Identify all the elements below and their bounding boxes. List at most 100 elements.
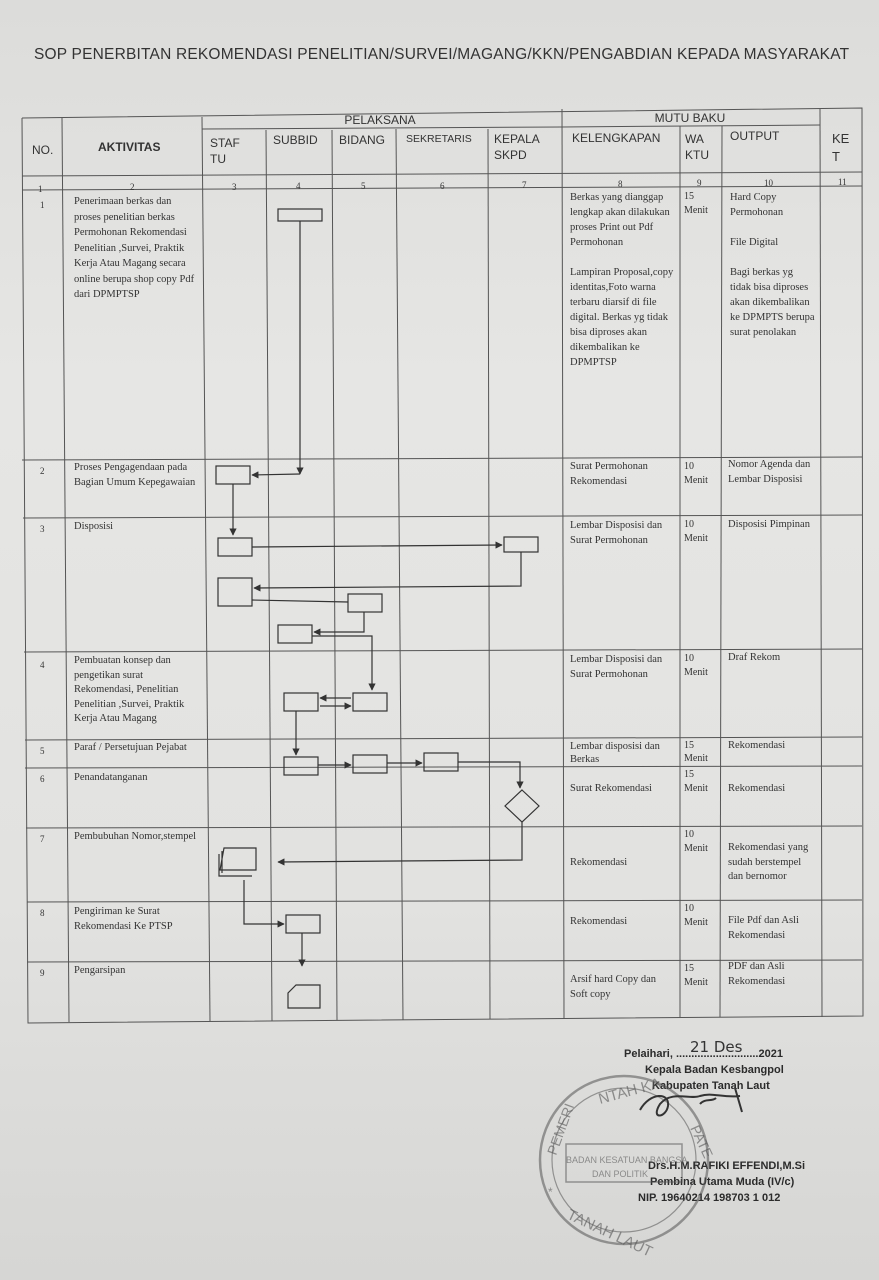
row9-output: PDF dan Asli Rekomendasi	[728, 961, 786, 987]
header-waktu: WA KTU	[685, 132, 709, 162]
header-pelaksana: PELAKSANA	[344, 113, 416, 127]
row4-waktu: 10 Menit	[684, 653, 708, 678]
flow-line-7	[313, 612, 365, 636]
colnum-1: 1	[38, 184, 43, 194]
row5-output: Rekomendasi	[728, 740, 786, 751]
signature-position: Kepala Badan Kesbangpol	[645, 1064, 784, 1076]
row9-no: 9	[40, 968, 45, 978]
row7-no: 7	[40, 834, 45, 844]
row6-kelengkapan: Surat Rekomendasi	[570, 783, 652, 794]
row1-waktu: 15 Menit	[684, 191, 708, 216]
flow-line-16	[243, 880, 285, 928]
row3-kelengkapan: Lembar Disposisi dan Surat Permohonan	[570, 520, 663, 546]
flow-step-3c-staf	[217, 577, 253, 607]
row2-aktivitas: Proses Pengagendaan pada Bagian Umum Kep…	[74, 462, 196, 488]
header-bidang: BIDANG	[339, 133, 386, 147]
row8-kelengkapan: Rekomendasi	[570, 916, 628, 927]
row8-no: 8	[40, 908, 45, 918]
svg-text:PEMERI: PEMERI	[544, 1101, 577, 1157]
header-mutu-baku: MUTU BAKU	[654, 111, 726, 125]
header-sekretaris: SEKRETARIS	[406, 133, 472, 145]
row2-waktu: 10 Menit	[684, 461, 708, 486]
row2-no: 2	[40, 466, 45, 476]
header-kelengkapan: KELENGKAPAN	[572, 131, 661, 145]
colnum-4: 4	[296, 181, 301, 191]
header-kepala-skpd: KEPALA SKPD	[494, 132, 540, 162]
row6-aktivitas: Penandatanganan	[74, 772, 148, 783]
flow-step-4a-subbid	[283, 692, 319, 712]
flow-line-6	[251, 599, 349, 603]
flow-line-5	[253, 552, 522, 592]
header-staf-tu: STAF TU	[210, 136, 240, 166]
row3-output: Disposisi Pimpinan	[728, 519, 810, 530]
row5-aktivitas: Paraf / Persetujuan Pejabat	[74, 742, 187, 753]
signature-nip: NIP. 19640214 198703 1 012	[638, 1192, 781, 1204]
colnum-11: 11	[838, 177, 847, 187]
row1-kelengkapan: Berkas yang dianggap lengkap akan dilaku…	[570, 192, 674, 368]
header-aktivitas: AKTIVITAS	[98, 140, 161, 154]
row6-output: Rekomendasi	[728, 783, 786, 794]
row8-waktu: 10 Menit	[684, 903, 708, 928]
svg-text:PATE: PATE	[687, 1123, 716, 1161]
colnum-5: 5	[361, 181, 366, 191]
flow-step-5b-bidang	[352, 754, 388, 774]
row5-kelengkapan: Lembar disposisi dan Berkas	[570, 741, 660, 765]
header-output: OUTPUT	[730, 129, 780, 143]
row3-waktu: 10 Menit	[684, 519, 708, 544]
colnum-2: 2	[130, 182, 135, 192]
row3-aktivitas: Disposisi	[74, 521, 114, 532]
row4-no: 4	[40, 660, 45, 670]
flow-step-9-archive	[287, 984, 321, 1009]
flow-step-8-subbid	[285, 914, 321, 934]
row7-aktivitas: Pembubuhan Nomor,stempel	[74, 831, 197, 842]
svg-text:NTAH KA: NTAH KA	[597, 1075, 663, 1108]
header-ket: KE T	[832, 131, 850, 164]
flow-step-4b-bidang	[352, 692, 388, 712]
svg-text:DAN POLITIK: DAN POLITIK	[592, 1169, 648, 1179]
flow-line-2	[251, 471, 301, 479]
row6-waktu: 15 Menit	[684, 769, 708, 794]
row9-aktivitas: Pengarsipan	[74, 965, 126, 976]
colnum-9: 9	[697, 178, 702, 188]
flow-step-5a-subbid	[283, 756, 319, 776]
row9-kelengkapan: Arsif hard Copy dan Soft copy	[570, 974, 657, 1000]
colnum-10: 10	[764, 178, 773, 188]
signature-region: Kabupaten Tanah Laut	[652, 1080, 770, 1092]
signature-handwritten-date: 21 Des	[690, 1038, 743, 1056]
row1-aktivitas: Penerimaan berkas dan proses penelitian …	[74, 196, 195, 300]
row5-no: 5	[40, 746, 45, 756]
row8-aktivitas: Pengiriman ke Surat Rekomendasi Ke PTSP	[74, 906, 173, 932]
row7-waktu: 10 Menit	[684, 829, 708, 854]
flow-line-4	[251, 541, 503, 549]
row1-output: Hard Copy Permohonan File Digital Bagi b…	[730, 192, 815, 338]
row9-waktu: 15 Menit	[684, 963, 708, 988]
row4-aktivitas: Pembuatan konsep dan pengetikan surat Re…	[74, 655, 185, 724]
row4-output: Draf Rekom	[728, 652, 781, 663]
flow-step-3e-subbid	[277, 624, 313, 644]
flow-line-8	[312, 635, 376, 691]
svg-text:BADAN KESATUAN BANGSA: BADAN KESATUAN BANGSA	[566, 1155, 687, 1165]
row4-kelengkapan: Lembar Disposisi dan Surat Permohonan	[570, 654, 663, 680]
flow-step-7-documents	[218, 847, 257, 877]
colnum-7: 7	[522, 180, 527, 190]
row6-no: 6	[40, 774, 45, 784]
colnum-8: 8	[618, 179, 623, 189]
flow-line-14	[458, 761, 524, 789]
row5-waktu: 15 Menit	[684, 740, 708, 764]
signature-name: Drs.H.M.RAFIKI EFFENDI,M.Si	[648, 1160, 806, 1172]
svg-text:*: *	[548, 1185, 553, 1199]
svg-text:TANAH LAUT: TANAH LAUT	[564, 1206, 655, 1260]
colnum-6: 6	[440, 181, 445, 191]
row7-kelengkapan: Rekomendasi	[570, 857, 628, 868]
colnum-3: 3	[232, 182, 237, 192]
header-no: NO.	[32, 143, 54, 157]
row2-kelengkapan: Surat Permohonan Rekomendasi	[570, 461, 648, 487]
handwritten-signature	[639, 1087, 743, 1117]
document-title: SOP PENERBITAN REKOMENDASI PENELITIAN/SU…	[34, 46, 850, 63]
row3-no: 3	[40, 524, 45, 534]
flow-line-15	[277, 822, 523, 866]
